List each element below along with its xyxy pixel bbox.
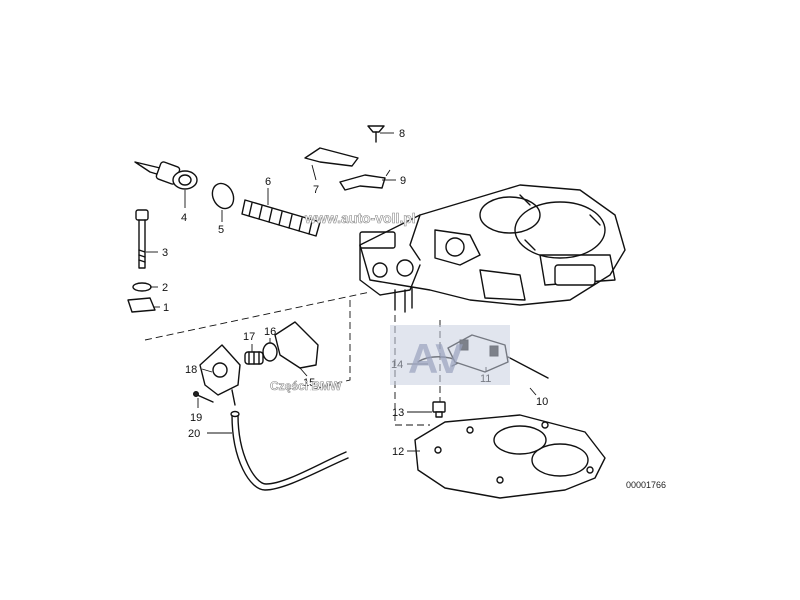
callout-10: 10 [536, 396, 548, 408]
callout-12: 12 [392, 446, 404, 458]
part-13-jet [432, 401, 446, 418]
callout-3: 3 [162, 247, 168, 259]
callout-18: 18 [185, 364, 197, 376]
carburetor-housing [359, 184, 626, 313]
part-2-washer [132, 282, 152, 292]
callout-15: 15 [303, 377, 315, 389]
watermark-site-url: www.auto-voll.pl [304, 210, 416, 226]
watermark-logo-text: AV [408, 335, 463, 382]
part-15-cover-plate [274, 321, 319, 369]
callout-5: 5 [218, 224, 224, 236]
part-7-lever [304, 147, 359, 167]
part-5-o-ring [211, 182, 235, 210]
part-4-banjo-fitting [134, 161, 198, 190]
callout-17: 17 [243, 331, 255, 343]
part-1-clamp [127, 297, 156, 313]
callout-9: 9 [400, 175, 406, 187]
callout-13: 13 [392, 407, 404, 419]
part-3-bolt [135, 209, 149, 269]
callout-20: 20 [188, 428, 200, 440]
callout-7: 7 [313, 184, 319, 196]
callout-2: 2 [162, 282, 168, 294]
callout-6: 6 [265, 176, 271, 188]
leader-lines [146, 132, 537, 452]
part-6-filter [241, 199, 321, 237]
part-17-sleeve [244, 351, 264, 365]
part-8-screw [367, 125, 385, 143]
part-12-gasket [414, 414, 606, 499]
part-20-hose [230, 410, 349, 491]
callout-16: 16 [264, 326, 276, 338]
part-10-needle [507, 356, 549, 379]
callout-1: 1 [163, 302, 169, 314]
callout-8: 8 [399, 128, 405, 140]
part-9-link [339, 174, 386, 191]
part-16-bush [262, 342, 278, 362]
watermark-av-logo: AV [390, 325, 510, 385]
watermark-brand: Części BMW [270, 379, 342, 393]
callout-4: 4 [181, 212, 187, 224]
callout-19: 19 [190, 412, 202, 424]
part-19-screw [193, 391, 214, 403]
part-18-pump [199, 344, 241, 406]
document-number: 00001766 [626, 480, 666, 490]
